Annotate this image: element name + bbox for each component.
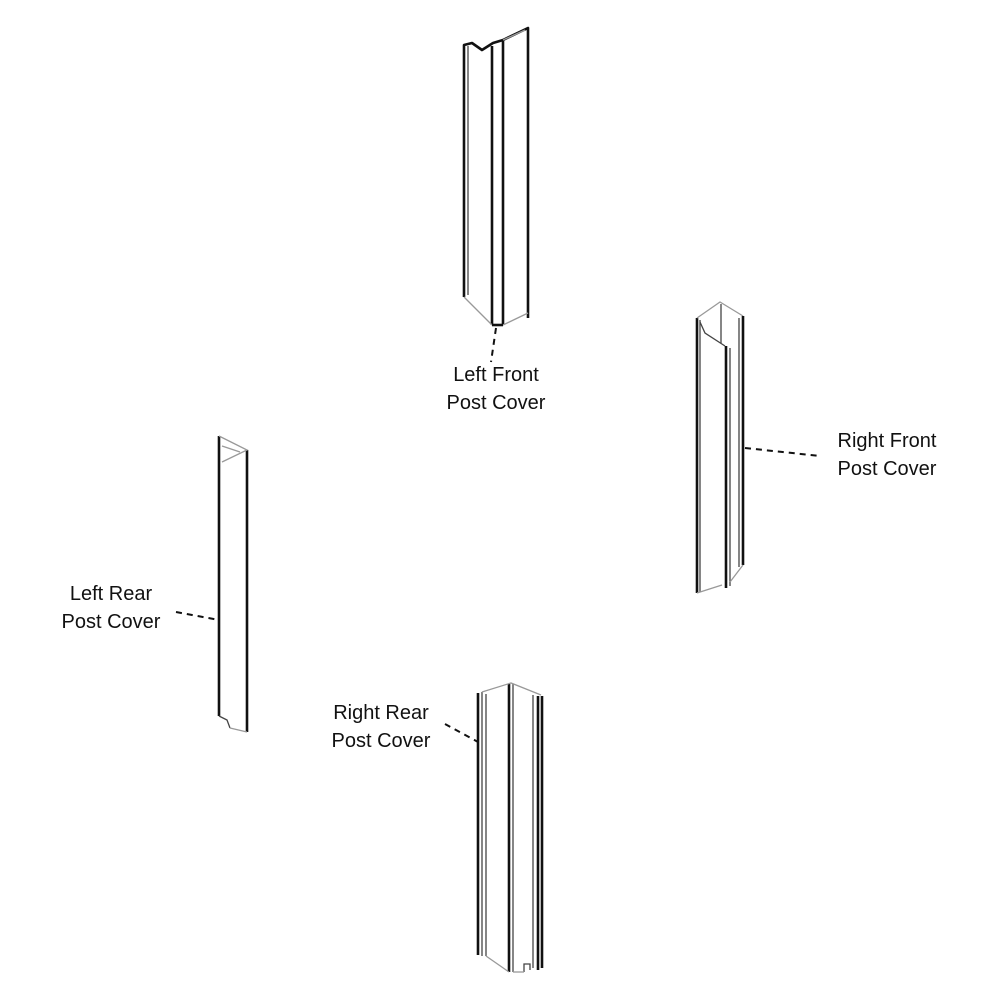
right-front-post-cover-drawing [695,301,745,594]
label-line: Post Cover [446,392,546,414]
left-rear-leader-line [175,611,220,621]
label-line: Post Cover [61,611,161,633]
left-rear-post-cover-label: Left Rear Post Cover [11,580,211,636]
right-front-leader-line [744,447,821,457]
right-rear-post-cover-drawing [476,682,544,973]
right-front-post-cover-label: Right Front Post Cover [787,427,987,483]
label-line: Right Front [837,430,937,452]
label-line: Right Rear [333,702,429,724]
label-line: Post Cover [837,458,937,480]
left-rear-post-cover-drawing [217,435,249,733]
label-line: Left Rear [69,583,153,605]
left-front-leader-line [490,327,497,363]
label-line: Left Front [453,364,539,386]
label-line: Post Cover [331,730,431,752]
right-rear-post-cover-label: Right Rear Post Cover [281,699,481,755]
left-front-post-cover-drawing [462,26,530,327]
left-front-post-cover-label: Left Front Post Cover [396,361,596,417]
